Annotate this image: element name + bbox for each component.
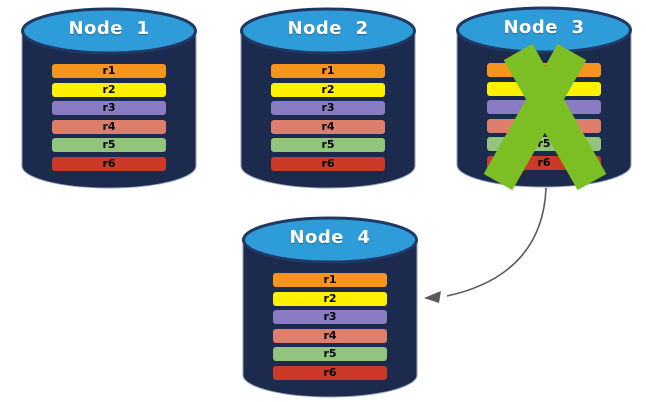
node-title: Node 3 (503, 17, 585, 38)
node-2: Node 2 r1 r2 r3 r4 r5 r6 (239, 5, 417, 189)
row-r4: r4 (271, 119, 385, 134)
row-r5: r5 (52, 138, 166, 152)
cross-stroke (503, 43, 607, 191)
row-r5: r5 (271, 138, 385, 152)
row-r6: r6 (52, 156, 166, 171)
failure-cross-icon (483, 43, 607, 191)
cylinder-top (456, 6, 632, 54)
arrow-curve (446, 187, 547, 297)
cylinder-top (240, 7, 416, 55)
node-title: Node 1 (68, 18, 150, 39)
row-r2: r2 (271, 82, 385, 97)
row-r3: r3 (271, 101, 385, 115)
row-r1: r1 (271, 64, 385, 78)
row-r1: r1 (52, 64, 166, 78)
row-r3: r3 (52, 101, 166, 115)
arrowhead-icon (424, 291, 441, 303)
row-r2: r2 (273, 291, 387, 306)
cylinder-top (21, 7, 197, 55)
row-r4: r4 (273, 328, 387, 343)
replica-rows: r1 r2 r3 r4 r5 r6 (52, 64, 166, 175)
node-3: Node 3 r1 r2 r3 r4 r5 r6 (455, 4, 633, 191)
replica-rows: r1 r2 r3 r4 r5 r6 (273, 273, 387, 384)
row-r6: r6 (273, 365, 387, 380)
node-4: Node 4 r1 r2 r3 r4 r5 r6 (241, 214, 419, 398)
node-title: Node 4 (289, 227, 371, 248)
node-title: Node 2 (287, 18, 369, 39)
row-r5: r5 (273, 347, 387, 361)
cross-stroke (483, 43, 587, 191)
replica-rows: r1 r2 r3 r4 r5 r6 (271, 64, 385, 175)
row-r4: r4 (52, 119, 166, 134)
node-1: Node 1 r1 r2 r3 r4 r5 r6 (20, 5, 198, 189)
row-r1: r1 (273, 273, 387, 287)
row-r6: r6 (271, 156, 385, 171)
row-r2: r2 (52, 82, 166, 97)
row-r3: r3 (273, 310, 387, 324)
cylinder-top (242, 216, 418, 264)
